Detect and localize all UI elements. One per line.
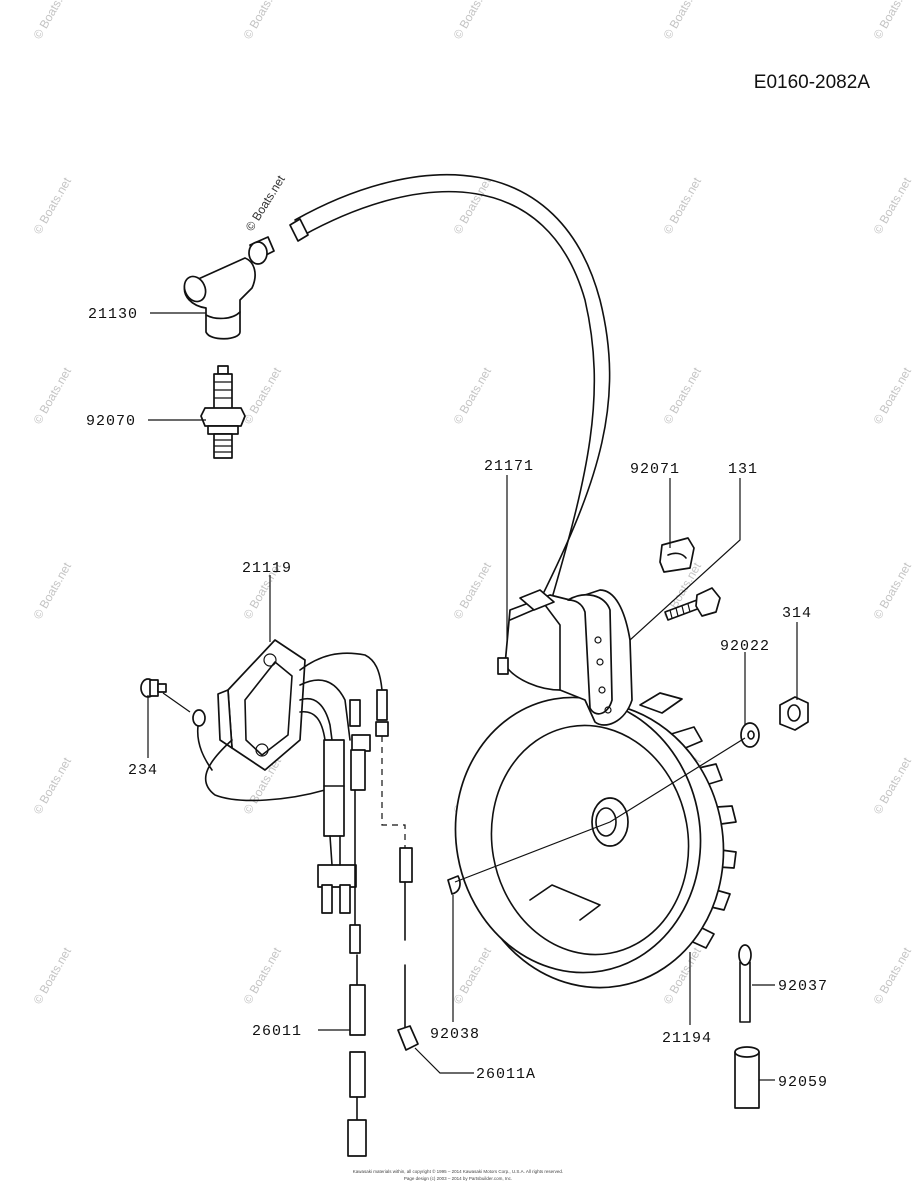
assembly-axis-line [454,737,746,883]
high-tension-cord [289,174,611,606]
footer-design: Page design (c) 2003 – 2014 by Partsbuil… [404,1176,512,1181]
watermark-dark: © Boats.net [243,172,289,233]
part-labels: 21130 92070 21171 92071 131 21119 314 92… [86,306,828,1091]
label-92022[interactable]: 92022 [720,638,770,655]
watermark: © Boats.net [30,174,74,236]
watermark: © Boats.net [870,364,914,426]
spark-plug[interactable] [200,365,246,459]
watermark: © Boats.net [870,174,914,236]
watermark: © Boats.net [240,944,284,1006]
pin[interactable] [738,944,752,1023]
watermark: © Boats.net [240,364,284,426]
watermark: © Boats.net [30,944,74,1006]
watermark: © Boats.net [30,559,74,621]
watermark: © Boats.net [30,0,74,41]
label-92038[interactable]: 92038 [430,1026,480,1043]
label-92070[interactable]: 92070 [86,413,136,430]
woodruff-key[interactable] [447,875,461,895]
label-26011[interactable]: 26011 [252,1023,302,1040]
label-26011A[interactable]: 26011A [476,1066,536,1083]
watermark: © Boats.net [450,559,494,621]
label-21119[interactable]: 21119 [242,560,292,577]
label-21171[interactable]: 21171 [484,458,534,475]
label-92059[interactable]: 92059 [778,1074,828,1091]
watermark: © Boats.net [30,754,74,816]
collar[interactable] [734,1046,760,1109]
watermark: © Boats.net [240,0,284,41]
watermark: © Boats.net [870,559,914,621]
label-314[interactable]: 314 [782,605,812,622]
diagram-code: E0160-2082A [754,72,871,93]
bolt[interactable] [664,587,721,621]
label-131[interactable]: 131 [728,461,758,478]
watermark: © Boats.net [450,174,494,236]
label-92037[interactable]: 92037 [778,978,828,995]
label-21194[interactable]: 21194 [662,1030,712,1047]
watermark: © Boats.net [450,364,494,426]
watermark: © Boats.net [660,0,704,41]
ignition-coil[interactable] [497,589,633,726]
watermark: © Boats.net [870,944,914,1006]
washer[interactable] [740,722,760,748]
nut[interactable] [779,696,809,731]
watermark: © Boats.net [450,944,494,1006]
label-234[interactable]: 234 [128,762,158,779]
watermark: © Boats.net [870,0,914,41]
spark-plug-cap[interactable] [180,236,275,340]
ignitor-unit[interactable] [192,639,419,1157]
watermark: © Boats.net [450,0,494,41]
screw[interactable] [140,678,167,698]
footer-copyright: Kawasaki materials within, all copyright… [353,1168,563,1174]
watermark: © Boats.net [660,174,704,236]
label-92071[interactable]: 92071 [630,461,680,478]
watermark: © Boats.net [870,754,914,816]
label-21130[interactable]: 21130 [88,306,138,323]
watermark: © Boats.net [30,364,74,426]
leader-lines [147,312,798,1081]
clamp[interactable] [659,537,695,573]
watermark: © Boats.net [660,364,704,426]
